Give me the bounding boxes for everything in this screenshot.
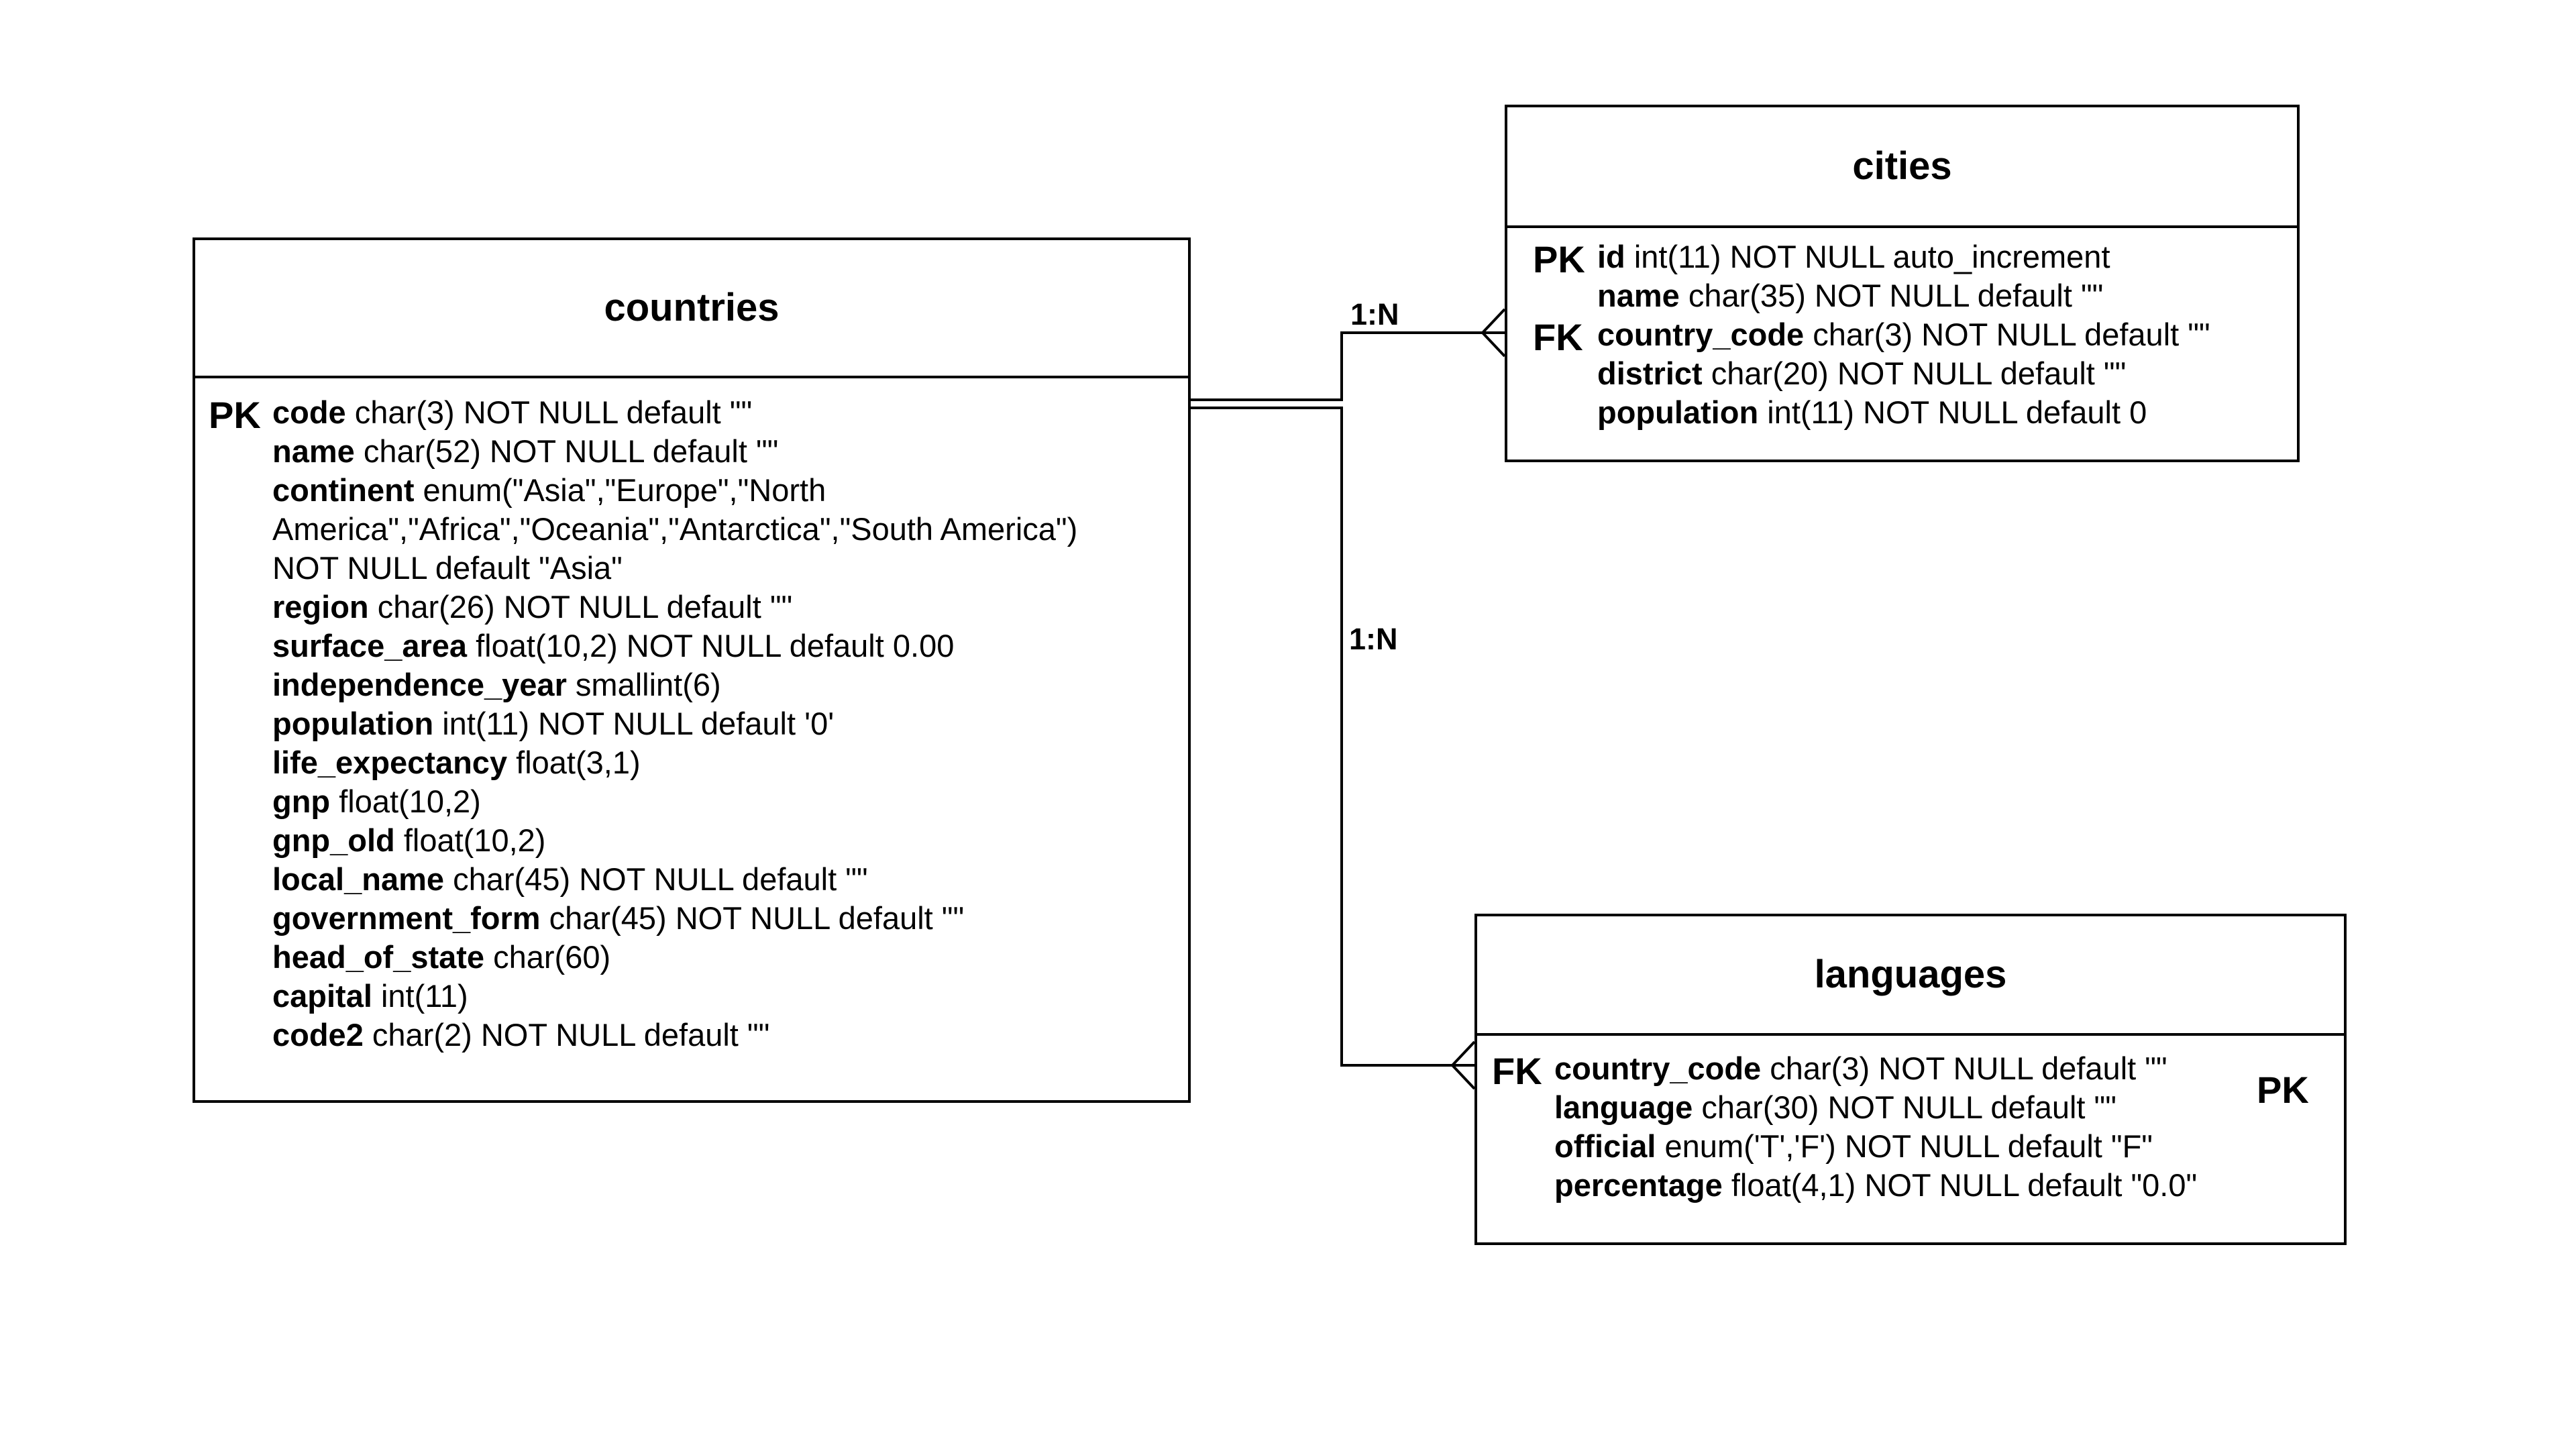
field-row[interactable]: local_name char(45) NOT NULL default "" [272,860,868,899]
field-row[interactable]: code char(3) NOT NULL default "" [272,393,752,432]
entity-header: countries [195,240,1188,378]
field-name: independence_year [272,667,567,702]
field-type: int(11) NOT NULL default '0' [442,706,835,741]
entity-header: cities [1507,107,2297,228]
field-row[interactable]: code2 char(2) NOT NULL default "" [272,1016,769,1055]
field-row[interactable]: head_of_state char(60) [272,938,610,977]
relationship-label-cities: 1:N [1350,297,1399,331]
field-name: official [1554,1128,1656,1164]
field-row[interactable]: independence_year smallint(6) [272,665,721,704]
field-row[interactable]: continent enum("Asia","Europe","North [272,471,826,510]
field-row[interactable]: name char(52) NOT NULL default "" [272,432,778,471]
field-type: smallint(6) [575,667,721,702]
field-name: percentage [1554,1167,1723,1203]
field-type: char(52) NOT NULL default "" [363,433,779,469]
field-type: char(3) NOT NULL default "" [354,394,753,430]
field-type: enum('T','F') NOT NULL default "F" [1664,1128,2153,1164]
field-row[interactable]: country_code char(3) NOT NULL default "" [1554,1049,2167,1088]
field-row-continuation: NOT NULL default "Asia" [272,549,623,588]
relationship-line-countries-cities [1191,308,1506,401]
field-type: float(10,2) [403,822,546,858]
field-type: NOT NULL default "Asia" [272,550,623,586]
field-type: char(2) NOT NULL default "" [372,1017,770,1053]
field-type: America","Africa","Oceania","Antarctica"… [272,511,1078,547]
foreign-key-marker: FK [1492,1050,1542,1092]
field-type: enum("Asia","Europe","North [423,472,826,508]
entity-cities[interactable]: cities PK FK id int(11) NOT NULL auto_in… [1505,105,2300,462]
entity-title: countries [604,286,780,329]
primary-key-marker: PK [1533,238,1585,280]
field-type: int(11) NOT NULL auto_increment [1633,239,2110,274]
field-name: population [272,706,434,741]
field-name: local_name [272,861,445,897]
field-name: gnp_old [272,822,395,858]
field-name: district [1597,356,1703,391]
field-name: life_expectancy [272,745,508,780]
field-row[interactable]: language char(30) NOT NULL default "" [1554,1088,2116,1127]
field-row[interactable]: government_form char(45) NOT NULL defaul… [272,899,964,938]
field-name: surface_area [272,628,468,663]
field-name: language [1554,1089,1693,1125]
field-type: int(11) [380,978,468,1014]
composite-primary-key-marker: PK [2257,1069,2309,1111]
field-type: char(3) NOT NULL default "" [1770,1051,2167,1086]
field-row[interactable]: percentage float(4,1) NOT NULL default "… [1554,1166,2197,1205]
field-type: char(45) NOT NULL default "" [549,900,965,936]
entity-title: cities [1852,144,1952,188]
field-row-continuation: America","Africa","Oceania","Antarctica"… [272,510,1077,549]
field-type: char(45) NOT NULL default "" [453,861,868,897]
relationship-line-countries-languages [1191,407,1476,1090]
field-name: id [1597,239,1625,274]
field-name: head_of_state [272,939,485,975]
field-row[interactable]: life_expectancy float(3,1) [272,743,641,782]
field-type: float(3,1) [516,745,641,780]
field-name: government_form [272,900,541,936]
field-type: char(60) [493,939,611,975]
field-name: country_code [1597,317,1805,352]
relationship-label-languages: 1:N [1349,622,1398,656]
field-row[interactable]: id int(11) NOT NULL auto_increment [1597,237,2110,276]
field-type: char(26) NOT NULL default "" [377,589,793,625]
field-name: name [1597,278,1680,313]
field-name: population [1597,394,1759,430]
field-type: char(35) NOT NULL default "" [1688,278,2104,313]
field-row[interactable]: official enum('T','F') NOT NULL default … [1554,1127,2153,1166]
entity-title: languages [1814,953,2007,996]
field-row[interactable]: name char(35) NOT NULL default "" [1597,276,2103,315]
field-type: char(20) NOT NULL default "" [1711,356,2127,391]
field-name: region [272,589,369,625]
field-row[interactable]: population int(11) NOT NULL default '0' [272,704,834,743]
field-row[interactable]: region char(26) NOT NULL default "" [272,588,792,627]
field-type: char(30) NOT NULL default "" [1701,1089,2116,1125]
field-name: country_code [1554,1051,1762,1086]
field-name: code2 [272,1017,364,1053]
field-name: name [272,433,355,469]
field-name: capital [272,978,372,1014]
field-row[interactable]: gnp_old float(10,2) [272,821,545,860]
field-name: continent [272,472,415,508]
entity-languages[interactable]: languages FK PK country_code char(3) NOT… [1474,914,2347,1245]
field-row[interactable]: country_code char(3) NOT NULL default "" [1597,315,2210,354]
field-name: gnp [272,784,331,819]
field-type: float(4,1) NOT NULL default "0.0" [1731,1167,2198,1203]
foreign-key-marker: FK [1533,316,1583,358]
field-row[interactable]: surface_area float(10,2) NOT NULL defaul… [272,627,954,665]
field-type: char(3) NOT NULL default "" [1813,317,2210,352]
entity-header: languages [1477,916,2344,1036]
field-type: float(10,2) [339,784,481,819]
field-row[interactable]: capital int(11) [272,977,468,1016]
primary-key-marker: PK [209,394,261,436]
field-type: int(11) NOT NULL default 0 [1767,394,2147,430]
field-row[interactable]: gnp float(10,2) [272,782,481,821]
field-type: float(10,2) NOT NULL default 0.00 [476,628,955,663]
field-row[interactable]: district char(20) NOT NULL default "" [1597,354,2126,393]
field-row[interactable]: population int(11) NOT NULL default 0 [1597,393,2147,432]
field-name: code [272,394,346,430]
entity-countries[interactable]: countries PK code char(3) NOT NULL defau… [193,237,1191,1103]
